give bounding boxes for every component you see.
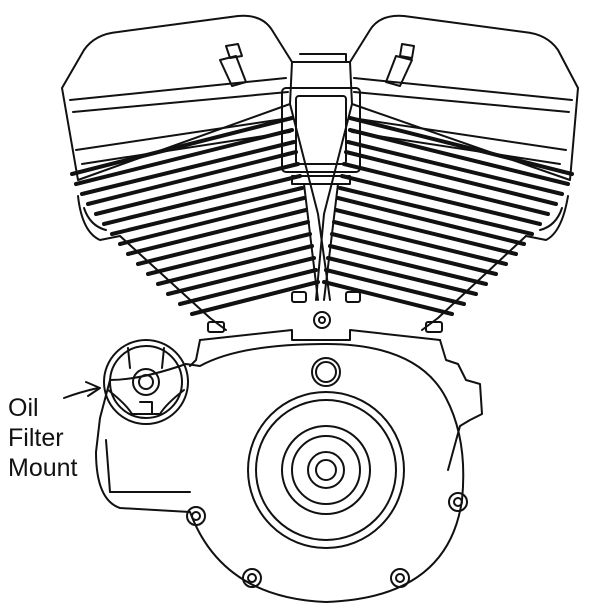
callout-arrow: [63, 381, 101, 399]
oil-filter-mount: [103, 339, 189, 425]
right-rocker-cover: [349, 14, 579, 181]
timing-plug: [311, 357, 341, 387]
right-head-bolt: [385, 43, 415, 87]
crankcase: [95, 329, 483, 603]
case-bolts: [186, 492, 468, 588]
base-nuts: [207, 291, 443, 333]
callout-label-line-1: Oil: [8, 394, 39, 422]
callout-label-line-3: Mount: [8, 454, 78, 482]
left-rocker-cover: [61, 14, 293, 181]
case-cover: [95, 343, 465, 603]
callout-label-line-2: Filter: [8, 424, 64, 452]
left-cylinder: [61, 14, 331, 331]
left-head-bolt: [219, 43, 247, 87]
cooling-fins: [70, 116, 574, 316]
crank-cover: [247, 391, 405, 549]
